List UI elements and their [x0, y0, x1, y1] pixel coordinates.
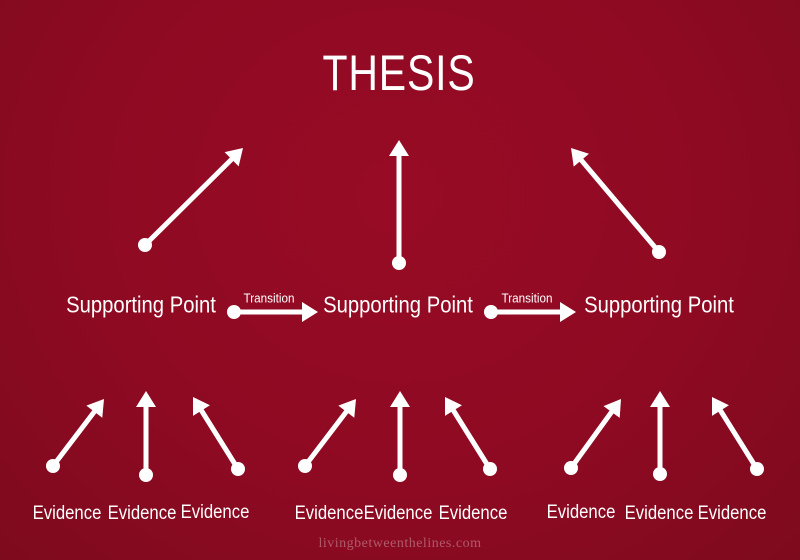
arrow-head	[712, 397, 729, 416]
evidence-2: Evidence	[107, 503, 177, 524]
arrow-evidence6	[445, 397, 497, 476]
evidence-4: Evidence	[294, 503, 364, 524]
arrow-tail-dot	[393, 468, 407, 482]
arrow-evidence7	[564, 399, 621, 475]
arrow-evidence8	[650, 391, 670, 481]
arrow-head	[86, 399, 104, 418]
arrow-head	[302, 302, 318, 322]
arrow-head	[560, 302, 576, 322]
arrow-shaft	[143, 156, 235, 247]
arrow-evidence5	[390, 391, 410, 482]
footer-url: livingbetweenthelines.com	[318, 536, 482, 551]
arrow-tail-dot	[392, 256, 406, 270]
arrow-head	[136, 391, 156, 407]
transition-arrow-1	[227, 302, 318, 322]
supporting-point-2: Supporting Point	[323, 291, 473, 318]
arrow-head	[389, 140, 409, 156]
arrow-head	[571, 148, 589, 167]
arrow-tail-dot	[484, 305, 498, 319]
evidence-6: Evidence	[438, 503, 508, 524]
arrow-head	[193, 397, 210, 416]
arrow-tail-dot	[750, 462, 764, 476]
arrow-head	[603, 399, 621, 418]
evidence-9: Evidence	[697, 503, 767, 524]
arrow-tail-dot	[653, 467, 667, 481]
arrow-shaft	[568, 408, 615, 470]
arrow-head	[650, 391, 670, 407]
evidence-3: Evidence	[180, 502, 250, 523]
arrow-evidence4	[298, 399, 356, 473]
evidence-5: Evidence	[363, 503, 433, 524]
arrow-shaft	[717, 407, 760, 471]
arrow-evidence2	[136, 391, 156, 482]
evidence-7: Evidence	[546, 502, 616, 523]
arrow-shaft	[578, 157, 661, 254]
thesis-title: THESIS	[322, 45, 476, 101]
arrow-tail-dot	[564, 461, 578, 475]
arrow-tail-dot	[138, 238, 152, 252]
arrow-shaft	[51, 408, 98, 468]
arrow-shaft	[198, 407, 241, 471]
arrow-tail-dot	[298, 459, 312, 473]
arrow-tail-dot	[139, 468, 153, 482]
arrow-point1-to-thesis	[138, 148, 243, 252]
arrow-evidence9	[712, 397, 764, 476]
arrow-tail-dot	[483, 462, 497, 476]
arrow-tail-dot	[652, 245, 666, 259]
arrow-shaft	[450, 407, 493, 471]
arrow-point2-to-thesis	[389, 140, 409, 270]
arrow-head	[445, 397, 462, 416]
arrow-evidence1	[46, 399, 104, 473]
arrow-tail-dot	[46, 459, 60, 473]
arrow-tail-dot	[231, 462, 245, 476]
transition-label-1: Transition	[243, 290, 295, 306]
transition-arrow-2	[484, 302, 576, 322]
arrow-head	[338, 399, 356, 418]
supporting-point-1: Supporting Point	[66, 291, 216, 318]
arrow-point3-to-thesis	[571, 148, 666, 259]
arrow-head	[390, 391, 410, 407]
arrow-tail-dot	[227, 305, 241, 319]
supporting-point-3: Supporting Point	[584, 291, 734, 318]
arrow-head	[224, 148, 243, 167]
evidence-8: Evidence	[624, 503, 694, 524]
transition-label-2: Transition	[501, 290, 553, 306]
arrow-shaft	[303, 408, 350, 468]
evidence-1: Evidence	[32, 503, 102, 524]
arrow-evidence3	[193, 397, 245, 476]
